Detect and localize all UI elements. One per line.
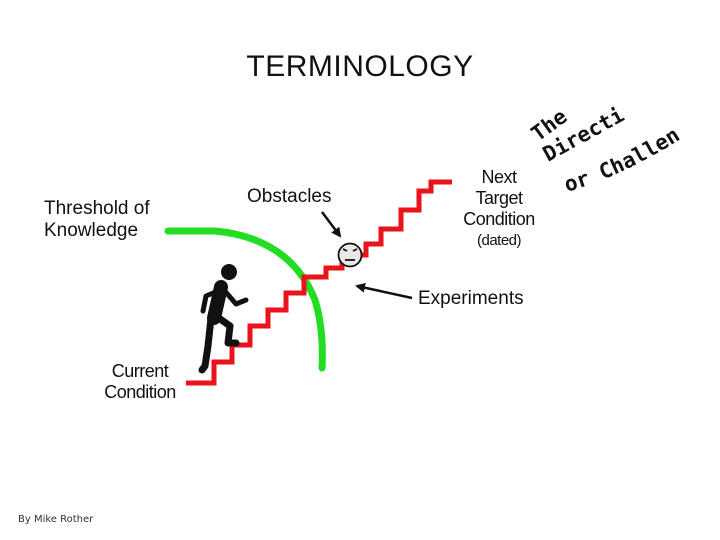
author-credit: By Mike Rother (18, 514, 94, 525)
diagram-title: TERMINOLOGY (246, 50, 474, 83)
staircase (186, 179, 452, 386)
next-target-condition-label: Next Target Condition (dated) (452, 167, 546, 251)
threshold-line-1: Threshold of (44, 198, 150, 219)
experiments-label: Experiments (418, 288, 524, 309)
threshold-line-2: Knowledge (44, 220, 139, 241)
direction-challenge-text: or Challenge (0, 0, 684, 197)
experiments-arrow (355, 282, 413, 300)
direction-direction-text: Direction (0, 0, 628, 166)
next-target-dated: (dated) (476, 232, 522, 249)
obstacles-label: Obstacles (247, 186, 332, 207)
person-climbing-icon (198, 264, 249, 374)
next-target-line-3: Condition (463, 209, 535, 229)
current-line-1: Current (111, 361, 169, 381)
obstacle-face-icon (337, 242, 363, 268)
current-condition-label: Current Condition (94, 361, 186, 403)
next-target-line-1: Next (481, 167, 517, 187)
next-target-line-2: Target (475, 188, 523, 208)
threshold-of-knowledge-label: Threshold of Knowledge (44, 198, 150, 242)
obstacles-arrow (321, 211, 342, 238)
threshold-curve (164, 227, 326, 372)
current-line-2: Condition (104, 382, 176, 402)
